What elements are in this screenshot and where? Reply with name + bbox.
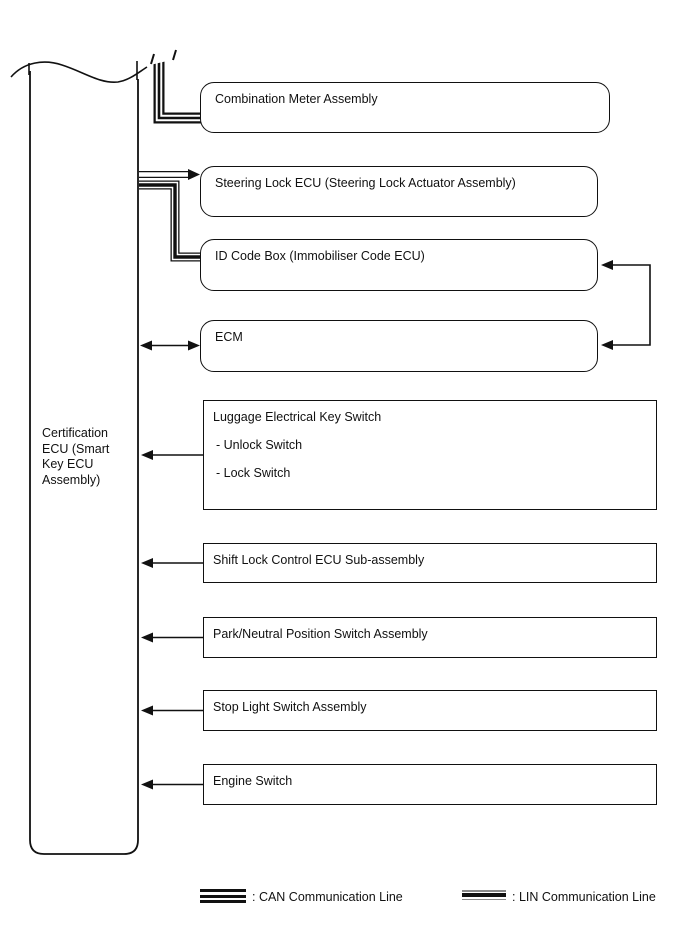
arrow-park-neutral xyxy=(141,632,203,643)
node-sub-item: - Unlock Switch xyxy=(216,438,303,452)
node-ecm: ECM xyxy=(200,320,598,372)
arrowhead-right-icon xyxy=(188,340,200,351)
id-ecm-loop-arrow xyxy=(601,260,651,350)
arrowhead-left-icon xyxy=(601,340,613,350)
node-engine-switch: Engine Switch xyxy=(203,764,657,805)
node-id-code-box: ID Code Box (Immobiliser Code ECU) xyxy=(200,239,598,291)
can-line-swatch-icon xyxy=(200,889,246,903)
arrowhead-left-icon xyxy=(601,260,613,270)
legend: : CAN Communication Line : LIN Communica… xyxy=(0,884,688,914)
lin-line-id-code-box xyxy=(139,180,201,262)
arrowhead-left-icon xyxy=(141,558,153,568)
node-shift-lock-control-ecu: Shift Lock Control ECU Sub-assembly xyxy=(203,543,657,583)
node-label: Steering Lock ECU (Steering Lock Actuato… xyxy=(215,176,516,190)
node-label: Luggage Electrical Key Switch xyxy=(213,410,382,424)
arrowhead-left-icon xyxy=(140,340,152,351)
node-combination-meter-assembly: Combination Meter Assembly xyxy=(200,82,610,133)
ecm-bidirectional-arrow xyxy=(140,340,200,351)
lin-arrow-steering-lock xyxy=(139,169,200,180)
arrow-stop-light xyxy=(141,705,203,716)
node-label: Park/Neutral Position Switch Assembly xyxy=(213,627,428,641)
legend-can-label: : CAN Communication Line xyxy=(252,890,403,904)
arrowhead-left-icon xyxy=(141,632,153,643)
legend-lin-label: : LIN Communication Line xyxy=(512,890,656,904)
arrowhead-left-icon xyxy=(141,705,153,716)
arrowhead-right-icon xyxy=(188,169,200,180)
break-wave xyxy=(10,61,148,83)
node-steering-lock-ecu: Steering Lock ECU (Steering Lock Actuato… xyxy=(200,166,598,217)
arrow-engine-switch xyxy=(141,779,203,790)
node-label: Combination Meter Assembly xyxy=(215,92,378,106)
node-stop-light-switch: Stop Light Switch Assembly xyxy=(203,690,657,731)
arrowhead-left-icon xyxy=(141,450,153,460)
node-label: Shift Lock Control ECU Sub-assembly xyxy=(213,553,425,567)
arrowhead-left-icon xyxy=(141,779,153,790)
node-label: Engine Switch xyxy=(213,774,293,788)
node-park-neutral-position-switch: Park/Neutral Position Switch Assembly xyxy=(203,617,657,658)
certification-ecu-outline xyxy=(10,61,148,855)
node-label: Stop Light Switch Assembly xyxy=(213,700,367,714)
lin-line-swatch-icon xyxy=(462,890,506,902)
node-sub-item: - Lock Switch xyxy=(216,466,291,480)
arrow-shift-lock xyxy=(141,558,203,568)
node-luggage-electrical-key-switch: Luggage Electrical Key Switch - Unlock S… xyxy=(203,400,657,510)
certification-ecu-label: Certification ECU (Smart Key ECU Assembl… xyxy=(42,426,110,487)
can-line-combination-meter xyxy=(146,49,201,124)
node-label: ECM xyxy=(215,330,243,344)
node-label: ID Code Box (Immobiliser Code ECU) xyxy=(215,249,425,263)
arrow-luggage-switch xyxy=(141,450,203,460)
